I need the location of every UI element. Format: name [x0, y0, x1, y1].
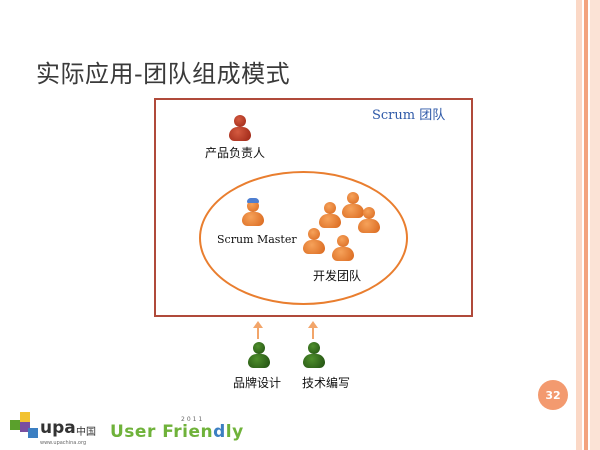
- upa-region-text: 中国: [76, 427, 96, 438]
- tech-writer-icon: [303, 342, 325, 370]
- arrow-up-icon: [253, 321, 263, 339]
- user-friendly-tail-text: ly: [225, 422, 244, 442]
- core-team-ellipse: [199, 171, 408, 305]
- developer-icon: [332, 235, 354, 263]
- developer-icon: [303, 228, 325, 256]
- cap-icon: [247, 198, 259, 203]
- upa-url-text: www.upachina.org: [40, 440, 87, 446]
- dev-team-label: 开发团队: [313, 269, 362, 283]
- page-number-badge: 32: [538, 380, 568, 410]
- scrum-master-icon: [242, 198, 264, 228]
- user-friendly-d-icon: d: [213, 422, 226, 442]
- developer-icon: [342, 192, 364, 220]
- user-friendly-text: User Frien: [110, 422, 214, 442]
- brand-designer-icon: [248, 342, 270, 370]
- brand-design-label: 品牌设计: [233, 376, 282, 390]
- product-owner-icon: [229, 115, 251, 143]
- right-stripe-light: [576, 0, 582, 450]
- tech-writing-label: 技术编写: [302, 376, 351, 390]
- right-stripe-accent: [584, 0, 588, 450]
- developer-icon: [358, 207, 380, 235]
- user-friendly-logo: User Friendly: [110, 422, 244, 442]
- scrum-master-label: Scrum Master: [217, 233, 297, 246]
- arrow-up-icon: [308, 321, 318, 339]
- slide-title: 实际应用-团队组成模式: [36, 60, 291, 88]
- user-friendly-year: 2011: [181, 416, 205, 423]
- scrum-team-label: Scrum 团队: [372, 108, 446, 123]
- upa-logo-icon: [10, 412, 38, 438]
- scrum-team-frame: [154, 98, 473, 317]
- right-stripe-outer: [590, 0, 600, 450]
- product-owner-label: 产品负责人: [205, 146, 266, 160]
- upa-brand-text: upa: [40, 418, 76, 438]
- upa-logo: upa 中国 www.upachina.org: [8, 408, 118, 448]
- developer-icon: [319, 202, 341, 230]
